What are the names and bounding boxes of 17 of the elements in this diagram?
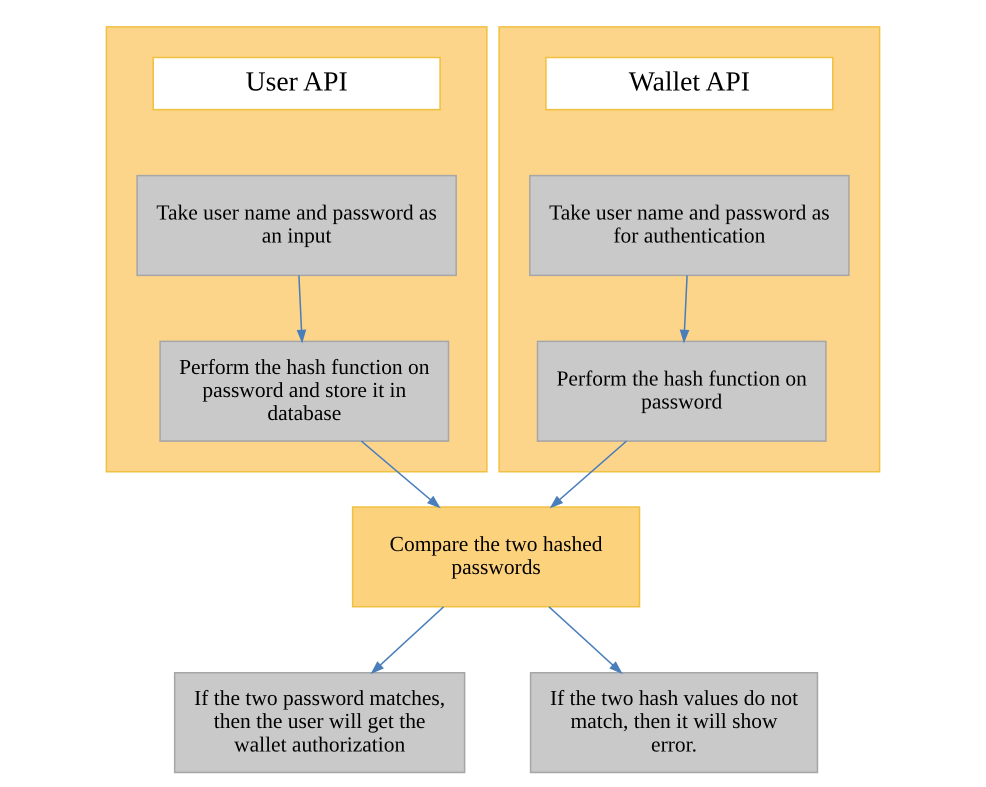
arrow	[370, 606, 444, 674]
node-box: Perform the hash function on password and store it in database	[159, 340, 450, 442]
node-box: If the two hash values do not match, then it will show error.	[530, 672, 818, 774]
node-box: Compare the two hashed passwords	[352, 506, 640, 608]
arrow	[360, 440, 441, 508]
node-box: If the two password matches, then the user will get the wallet authorization	[174, 672, 466, 774]
cluster	[106, 26, 488, 472]
arrow	[296, 275, 306, 344]
node-box: Take user name and password as for authentication	[529, 174, 850, 276]
arrow	[548, 606, 623, 674]
cluster	[498, 26, 880, 472]
arrow	[680, 275, 690, 344]
arrow	[550, 440, 627, 508]
node-box: Perform the hash function on password	[536, 340, 827, 442]
node-box: Take user name and password as an input	[136, 174, 457, 276]
node-box: Wallet API	[545, 56, 834, 110]
node-box: User API	[152, 56, 441, 110]
